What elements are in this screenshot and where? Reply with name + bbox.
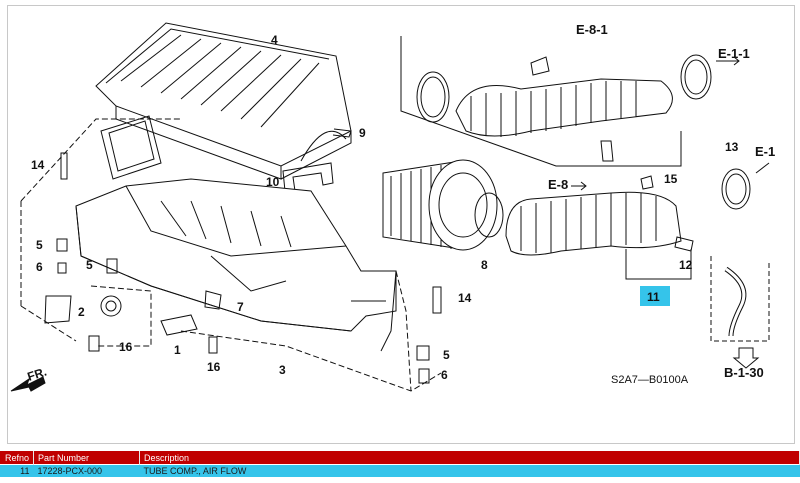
tube-seal-ring	[416, 71, 450, 123]
parts-table: Refno Part Number Description 11 17228-P…	[0, 451, 800, 477]
sensor-e-8-1	[530, 56, 550, 76]
ref-label-6: 6	[36, 260, 43, 274]
conn-ref-e-8-1: E-8-1	[576, 22, 608, 37]
cell-description: TUBE COMP., AIR FLOW	[139, 464, 800, 477]
cell-part-number[interactable]: 17228-PCX-000	[33, 464, 140, 477]
ref-label-9: 9	[359, 126, 366, 140]
part-11-leader	[625, 249, 692, 280]
part-11-air-flow-tube	[505, 191, 682, 256]
cell-refno: 11	[0, 464, 34, 477]
diagram-svg: 4 9 10 14 5 6 5 2 16 1 7 16 3 14 5 6 8 1…	[10, 22, 775, 392]
ref-label-16b: 16	[207, 360, 221, 374]
part-14-bolt-2	[432, 286, 442, 314]
ref-label-3: 3	[279, 363, 286, 377]
ref-label-11: 11	[647, 290, 660, 304]
diagram-frame: 4 9 10 14 5 6 5 2 16 1 7 16 3 14 5 6 8 1…	[7, 5, 795, 444]
ref-label-11-highlight	[640, 286, 670, 306]
col-header-part-number[interactable]: Part Number	[33, 451, 140, 465]
fr-label: FR.	[26, 365, 49, 384]
conn-ref-e-8: E-8	[548, 177, 568, 192]
tube-clamp-upper	[680, 54, 712, 100]
part-2-bracket	[44, 295, 72, 324]
col-header-description[interactable]: Description	[139, 451, 800, 465]
ref-label-5c: 5	[443, 348, 450, 362]
tube-nipple-upper	[600, 140, 614, 162]
part-5-collar	[56, 238, 68, 252]
ref-label-16: 16	[119, 340, 133, 354]
ref-label-12: 12	[679, 258, 693, 272]
parts-table-header: Refno Part Number Description	[0, 451, 800, 465]
part-16-bolt	[88, 335, 100, 352]
arrow-e-1-1	[716, 56, 740, 66]
fr-arrow-icon	[10, 376, 46, 392]
part-2-grommet	[100, 295, 122, 317]
ref-label-7: 7	[237, 300, 244, 314]
part-6-bushing-2	[418, 368, 430, 384]
part-5-collar-3	[416, 345, 430, 361]
ref-label-6b: 6	[441, 368, 448, 382]
part-14-bolt	[60, 152, 68, 180]
part-6-bushing	[57, 262, 67, 274]
ref-label-14: 14	[31, 158, 45, 172]
part-3-case	[75, 178, 397, 352]
ref-label-8: 8	[481, 258, 488, 272]
part-16-bolt-2	[208, 336, 218, 354]
conn-ref-e-1: E-1	[755, 144, 775, 159]
ref-label-13: 13	[725, 140, 739, 154]
ref-label-14b: 14	[458, 291, 472, 305]
arrow-b-1-30	[732, 347, 760, 369]
ref-label-5b: 5	[86, 258, 93, 272]
part-13-clamp	[721, 168, 751, 210]
part-4-cover	[95, 22, 352, 180]
diagram-code: S2A7—B0100A	[611, 374, 689, 386]
part-7-clip	[204, 290, 222, 310]
upper-air-tube	[455, 78, 673, 137]
part-1-bracket	[160, 314, 198, 336]
part-5-collar-2	[106, 258, 118, 274]
conn-ref-e-1-1: E-1-1	[718, 46, 750, 61]
part-9-clip	[332, 128, 352, 138]
part-10-bracket	[282, 162, 334, 192]
ref-label-2: 2	[78, 305, 85, 319]
ref-label-15: 15	[664, 172, 678, 186]
ref-label-1: 1	[174, 343, 181, 357]
pcv-hose-box	[710, 256, 770, 342]
col-header-refno[interactable]: Refno	[0, 451, 34, 465]
filter-gasket	[100, 115, 162, 180]
ref-label-5: 5	[36, 238, 43, 252]
ref-label-10: 10	[266, 175, 280, 189]
part-15-clip	[640, 175, 654, 190]
conn-ref-b-1-30: B-1-30	[724, 365, 764, 380]
parts-diagram: 4 9 10 14 5 6 5 2 16 1 7 16 3 14 5 6 8 1…	[7, 5, 795, 444]
part-8-filter-cone	[382, 159, 504, 251]
ref-label-4: 4	[271, 33, 278, 47]
table-row[interactable]: 11 17228-PCX-000 TUBE COMP., AIR FLOW	[0, 464, 800, 477]
